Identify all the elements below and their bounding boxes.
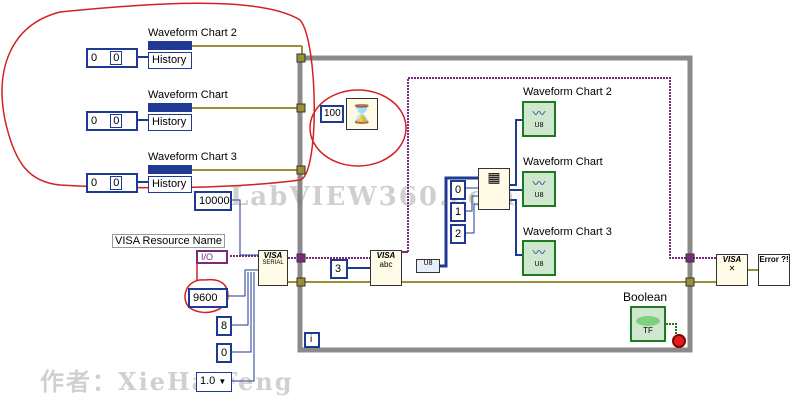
annotation-circle-history [1, 2, 315, 189]
history-index-control[interactable]: 0 0 [86, 173, 138, 193]
led-icon [636, 316, 660, 326]
stop-bits-ring[interactable]: 1.0 ▼ [196, 372, 232, 392]
tunnel [296, 53, 306, 63]
data-bits-constant[interactable]: 8 [216, 316, 232, 336]
wire [510, 119, 522, 186]
waveform-icon: 〰 [532, 106, 546, 121]
wire [232, 272, 249, 326]
chart3-terminal-label: Waveform Chart 3 [523, 226, 612, 238]
wire [466, 203, 478, 234]
chart2-terminal[interactable]: 〰 U8 [522, 101, 556, 137]
visa-read-node[interactable]: VISA abc [370, 250, 402, 286]
chart-ref-bar [148, 103, 192, 112]
chart3-terminal[interactable]: 〰 U8 [522, 240, 556, 276]
history-index-control[interactable]: 0 0 [86, 111, 138, 131]
control-value: 0 [91, 177, 98, 189]
index-array-node[interactable]: ▦ [478, 168, 510, 210]
tunnel [296, 253, 306, 263]
chart-terminal[interactable]: 〰 U8 [522, 171, 556, 207]
parity-constant[interactable]: 0 [216, 343, 232, 363]
wire [666, 323, 677, 340]
wire [228, 269, 258, 297]
history-property-node[interactable]: History [148, 52, 192, 69]
index-constant-2[interactable]: 2 [450, 224, 466, 244]
tunnel [685, 253, 695, 263]
chart2-ref-label: Waveform Chart 2 [148, 27, 237, 39]
error-handler-node[interactable]: Error ?! [758, 254, 790, 286]
control-value: 0 [91, 52, 98, 64]
timeout-constant[interactable]: 10000 [194, 191, 232, 211]
visa-close-node[interactable]: VISA ✕ [716, 254, 748, 286]
terminal-type: U8 [534, 192, 544, 199]
boolean-label: Boolean [623, 290, 668, 304]
annotation-circle-baud [184, 278, 229, 314]
terminal-type: U8 [534, 122, 544, 129]
watermark-site: LabVIEW360.com [230, 182, 517, 212]
wire [440, 176, 478, 268]
visa-configure-serial-node[interactable]: VISA SERIAL [258, 250, 288, 286]
control-value: 0 [110, 51, 123, 65]
while-loop-frame[interactable] [297, 55, 693, 353]
chevron-down-icon: ▼ [218, 377, 227, 386]
terminal-type: U8 [534, 261, 544, 268]
wire [232, 272, 252, 353]
tunnel [296, 103, 306, 113]
node-text: VISA [263, 251, 283, 260]
history-property-node[interactable]: History [148, 114, 192, 131]
tunnel [296, 165, 306, 175]
control-value: 0 [110, 114, 123, 128]
grid-icon: ▦ [487, 169, 501, 185]
history-property-node[interactable]: History [148, 176, 192, 193]
index-constant-0[interactable]: 0 [450, 180, 466, 200]
node-text: VISA [376, 251, 396, 260]
byte-count-constant[interactable]: 3 [330, 259, 348, 279]
index-constant-1[interactable]: 1 [450, 202, 466, 222]
chart2-terminal-label: Waveform Chart 2 [523, 86, 612, 98]
history-index-control[interactable]: 0 0 [86, 48, 138, 68]
chart-ref-bar [148, 41, 192, 50]
stop-condition-icon[interactable] [672, 334, 686, 348]
close-icon: ✕ [728, 264, 736, 273]
wait-ms-node[interactable]: ⌛ [346, 98, 378, 130]
wait-ms-constant[interactable]: 100 [320, 105, 344, 123]
control-value: 0 [91, 115, 98, 127]
ring-value: 1.0 [200, 375, 216, 387]
chart-terminal-label: Waveform Chart [523, 156, 603, 168]
tunnel [685, 277, 695, 287]
tunnel [296, 277, 306, 287]
chart3-ref-label: Waveform Chart 3 [148, 151, 237, 163]
node-text: SERIAL [262, 260, 284, 266]
boolean-terminal[interactable]: TF [630, 306, 666, 342]
node-text: Error ?! [759, 255, 789, 264]
wire [466, 195, 478, 212]
iteration-terminal: i [304, 332, 320, 348]
string-to-u8-node[interactable]: U8 [416, 259, 440, 273]
watermark-author: 作者：XieHaiFeng [40, 367, 294, 396]
chart-ref-label: Waveform Chart [148, 89, 228, 101]
waveform-icon: 〰 [532, 176, 546, 191]
control-value: 0 [110, 176, 123, 190]
metronome-icon: ⌛ [350, 104, 374, 124]
visa-resource-label: VISA Resource Name [112, 234, 225, 248]
wire [232, 199, 258, 256]
wire [510, 199, 522, 256]
baud-rate-constant[interactable]: 9600 [188, 288, 228, 308]
wire [232, 272, 255, 382]
chart-ref-bar [148, 165, 192, 174]
node-text: abc [379, 260, 393, 269]
visa-resource-control[interactable]: I/O [196, 250, 228, 264]
node-text: VISA [722, 255, 742, 264]
wire [407, 77, 716, 259]
annotation-circle-wait [309, 89, 407, 167]
waveform-icon: 〰 [532, 245, 546, 260]
terminal-type: TF [643, 326, 653, 335]
